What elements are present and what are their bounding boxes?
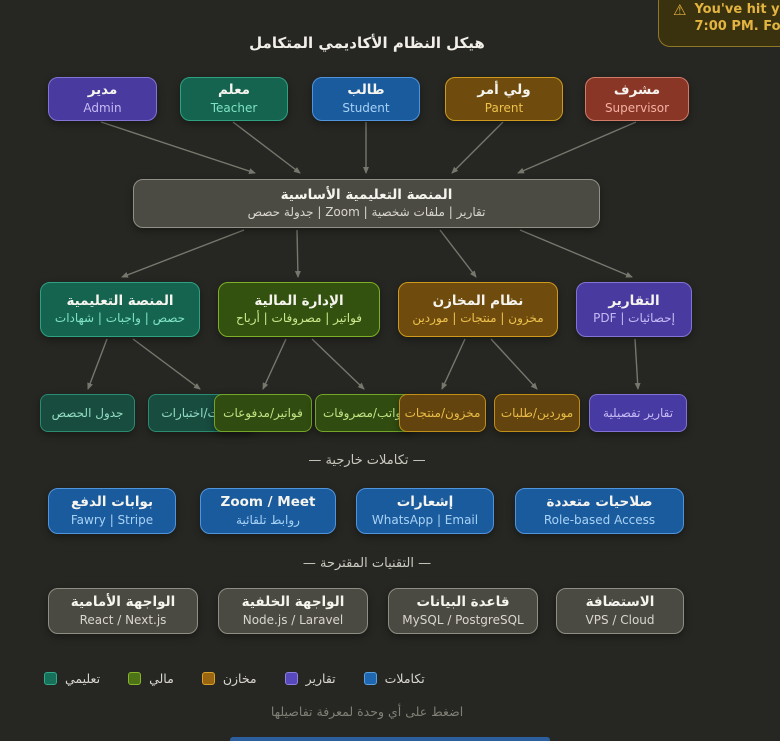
module-subtitle: حصص | واجبات | شهادات [54, 311, 186, 326]
submodule-node-suppliers-orders[interactable]: موردين/طلبات [494, 394, 580, 432]
legend-item-finance: مالي [128, 671, 174, 686]
tech-subtitle: MySQL / PostgreSQL [402, 612, 524, 627]
toast-line1: You've hit yo [694, 2, 780, 17]
legend-swatch-amber [201, 672, 215, 685]
legend: تعليمي مالي مخازن تقارير تكاملات [44, 671, 425, 686]
integration-node-role-access[interactable]: صلاحيات متعددة Role-based Access [515, 488, 684, 534]
role-subtitle: Teacher [210, 100, 258, 115]
role-subtitle: Parent [484, 100, 524, 115]
core-platform-node[interactable]: المنصة التعليمية الأساسية تقارير | ملفات… [133, 179, 600, 228]
integration-node-zoom-meet[interactable]: Zoom / Meet روابط تلقائية [200, 488, 336, 534]
legend-item-integrations: تكاملات [363, 671, 425, 686]
tech-title: الواجهة الخلفية [241, 594, 345, 611]
legend-swatch-blue [363, 672, 377, 685]
submodule-node-detailed-reports[interactable]: تقارير تفصيلية [589, 394, 687, 432]
tech-node-hosting[interactable]: الاستضافة VPS / Cloud [556, 588, 684, 634]
integration-title: بوابات الدفع [70, 494, 154, 511]
usage-limit-toast[interactable]: ⚠ You've hit yo 7:00 PM. For [658, 0, 780, 47]
tech-subtitle: React / Next.js [79, 612, 167, 627]
tech-node-database[interactable]: قاعدة البيانات MySQL / PostgreSQL [388, 588, 538, 634]
module-title: الإدارة المالية [254, 292, 344, 309]
module-title: المنصة التعليمية [66, 292, 174, 309]
legend-item-reports: تقارير [284, 671, 336, 686]
bottom-edge-element [230, 737, 550, 741]
warning-triangle-icon: ⚠ [673, 1, 687, 19]
toast-message: You've hit yo 7:00 PM. For [694, 1, 780, 35]
role-subtitle: Supervisor [604, 100, 670, 115]
role-subtitle: Student [342, 100, 390, 115]
legend-swatch-teal [44, 672, 57, 685]
role-node-supervisor[interactable]: مشرف Supervisor [585, 77, 689, 121]
legend-label: مالي [149, 671, 174, 686]
submodule-label: رواتب/مصروفات [322, 406, 408, 420]
submodule-label: مخزون/منتجات [404, 406, 481, 420]
submodule-node-salaries-expenses[interactable]: رواتب/مصروفات [315, 394, 415, 432]
role-title: مشرف [613, 82, 661, 99]
legend-item-inventory: مخازن [201, 671, 257, 686]
tech-title: الاستضافة [585, 594, 655, 611]
role-node-teacher[interactable]: معلم Teacher [180, 77, 288, 121]
role-subtitle: Admin [83, 100, 122, 115]
integration-subtitle: WhatsApp | Email [371, 512, 479, 527]
role-node-parent[interactable]: ولي أمر Parent [445, 77, 563, 121]
toast-line2: 7:00 PM. For [694, 19, 780, 35]
module-title: التقارير [608, 292, 660, 309]
legend-swatch-green [128, 672, 142, 685]
role-title: طالب [347, 82, 385, 99]
module-node-finance[interactable]: الإدارة المالية فواتير | مصروفات | أرباح [218, 282, 380, 337]
role-node-student[interactable]: طالب Student [312, 77, 420, 121]
submodule-label: جدول الحصص [51, 406, 124, 420]
core-title: المنصة التعليمية الأساسية [280, 186, 453, 203]
module-node-inventory[interactable]: نظام المخازن مخزون | منتجات | موردين [398, 282, 558, 337]
legend-label: تعليمي [65, 671, 101, 686]
tech-subtitle: Node.js / Laravel [242, 612, 344, 627]
module-node-reports[interactable]: التقارير إحصائيات | PDF [576, 282, 692, 337]
integration-node-payment-gateways[interactable]: بوابات الدفع Fawry | Stripe [48, 488, 176, 534]
integrations-section-divider: — تكاملات خارجية — [308, 453, 426, 468]
integration-subtitle: Role-based Access [543, 512, 656, 527]
legend-label: تقارير [305, 671, 336, 686]
integration-node-notifications[interactable]: إشعارات WhatsApp | Email [356, 488, 494, 534]
technologies-section-divider: — التقنيات المقترحة — [302, 556, 432, 571]
footer-hint: اضغط على أي وحدة لمعرفة تفاصيلها [270, 704, 464, 719]
legend-label: تكاملات [384, 671, 425, 686]
module-subtitle: إحصائيات | PDF [593, 311, 675, 326]
integration-subtitle: روابط تلقائية [236, 512, 300, 527]
tech-title: قاعدة البيانات [416, 594, 510, 611]
module-title: نظام المخازن [432, 292, 524, 309]
submodule-node-stock-products[interactable]: مخزون/منتجات [399, 394, 486, 432]
tech-title: الواجهة الأمامية [70, 594, 176, 611]
tech-node-frontend[interactable]: الواجهة الأمامية React / Next.js [48, 588, 198, 634]
legend-item-education: تعليمي [44, 671, 100, 686]
page-title: هيكل النظام الأكاديمي المتكامل [249, 34, 485, 52]
role-title: ولي أمر [477, 82, 531, 99]
module-subtitle: مخزون | منتجات | موردين [412, 311, 544, 326]
submodule-node-schedule[interactable]: جدول الحصص [40, 394, 135, 432]
role-title: مدير [87, 82, 118, 99]
core-subtitle: تقارير | ملفات شخصية | Zoom | جدولة حصص [247, 205, 486, 220]
tech-subtitle: VPS / Cloud [585, 612, 655, 627]
role-title: معلم [217, 82, 251, 99]
submodule-node-invoices-payments[interactable]: فواتير/مدفوعات [214, 394, 312, 432]
legend-swatch-purple [284, 672, 298, 685]
role-node-admin[interactable]: مدير Admin [48, 77, 157, 121]
legend-label: مخازن [222, 671, 257, 686]
integration-subtitle: Fawry | Stripe [70, 512, 154, 527]
submodule-label: فواتير/مدفوعات [223, 406, 303, 420]
module-node-education[interactable]: المنصة التعليمية حصص | واجبات | شهادات [40, 282, 200, 337]
submodule-label: موردين/طلبات [500, 406, 574, 420]
module-subtitle: فواتير | مصروفات | أرباح [236, 311, 363, 326]
integration-title: إشعارات [396, 494, 454, 511]
integration-title: صلاحيات متعددة [546, 494, 653, 511]
tech-node-backend[interactable]: الواجهة الخلفية Node.js / Laravel [218, 588, 368, 634]
integration-title: Zoom / Meet [220, 494, 316, 511]
submodule-label: تقارير تفصيلية [602, 406, 674, 420]
